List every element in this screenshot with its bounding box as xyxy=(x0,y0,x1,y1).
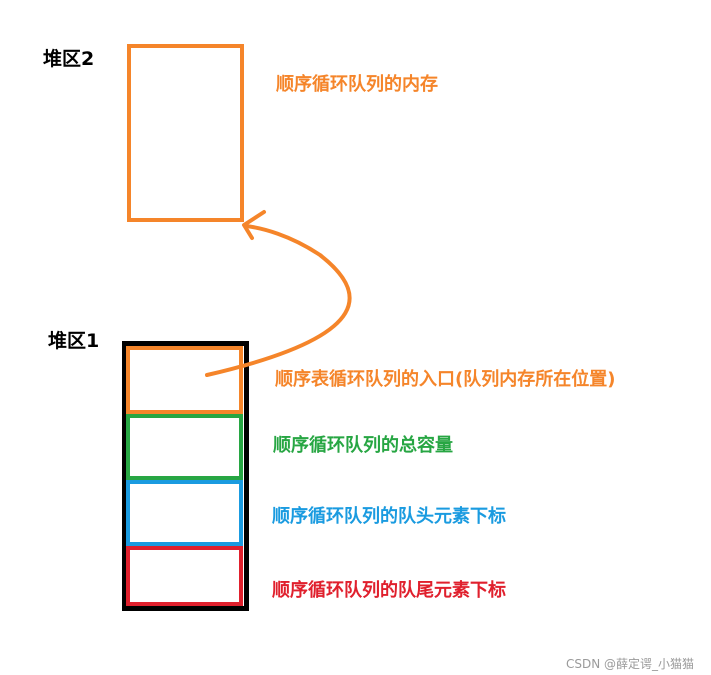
pointer-arrow-head xyxy=(242,210,266,240)
field-entry-box xyxy=(126,346,243,414)
field-rear-desc: 顺序循环队列的队尾元素下标 xyxy=(272,580,506,601)
heap2-desc: 顺序循环队列的内存 xyxy=(276,74,438,95)
heap2-memory-box xyxy=(127,44,244,222)
heap2-label: 堆区2 xyxy=(43,48,95,70)
field-capacity-desc: 顺序循环队列的总容量 xyxy=(273,435,453,456)
watermark: CSDN @薛定谔_小猫猫 xyxy=(566,657,695,671)
field-front-desc: 顺序循环队列的队头元素下标 xyxy=(272,506,506,527)
field-rear-box xyxy=(126,546,243,606)
pointer-arrow-curve xyxy=(205,224,352,377)
field-front-box xyxy=(126,480,243,546)
field-capacity-box xyxy=(126,414,243,480)
heap1-label: 堆区1 xyxy=(48,330,100,352)
field-entry-desc: 顺序表循环队列的入口(队列内存所在位置) xyxy=(275,369,616,390)
heap1-struct-outline xyxy=(122,341,249,611)
